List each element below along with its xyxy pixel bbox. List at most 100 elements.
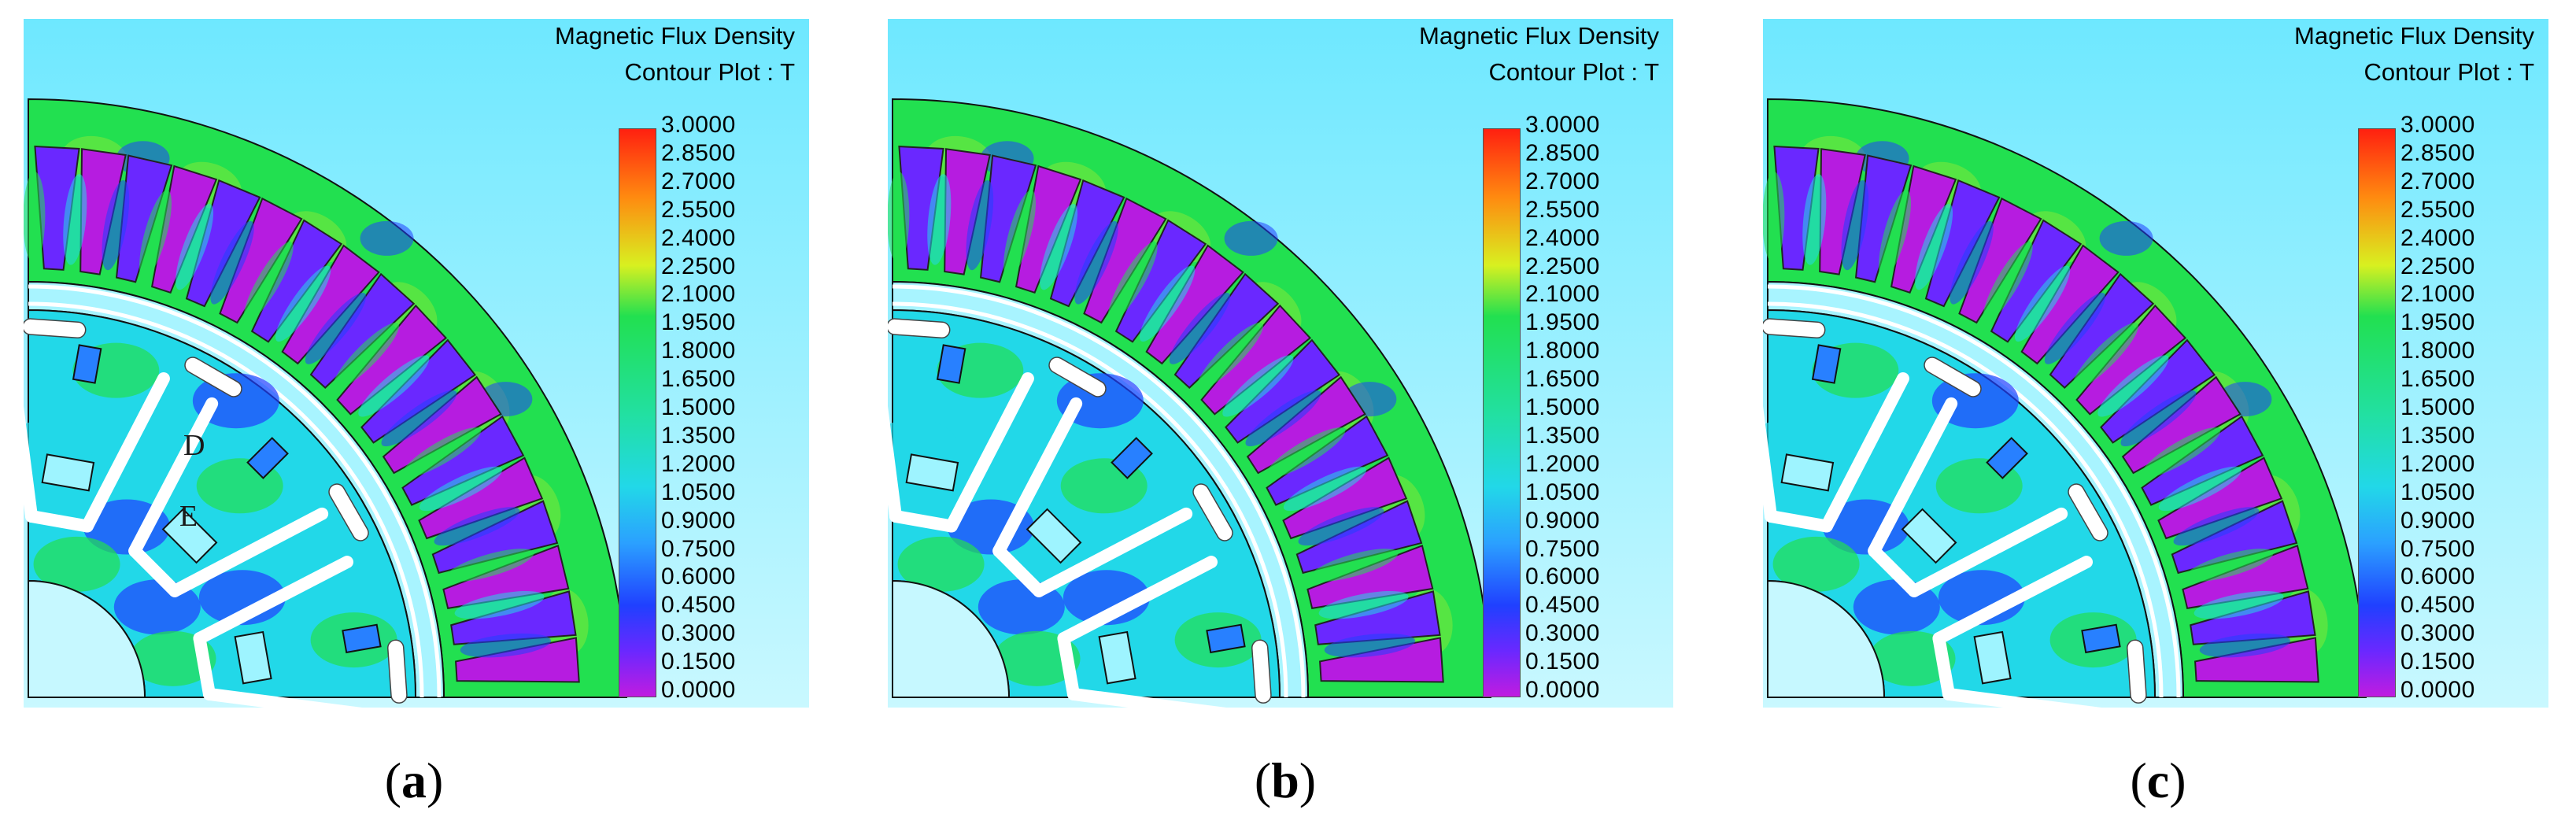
axis-edge — [14, 19, 24, 708]
sleeve-arc — [892, 284, 1306, 698]
stator-tooth — [1222, 355, 1294, 417]
flux-barrier — [1033, 507, 1193, 597]
stator-tooth — [358, 355, 430, 417]
colorbar-tick: 1.6500 — [661, 366, 736, 393]
colorbar-tick: 1.0500 — [1525, 479, 1600, 505]
stator-tooth — [460, 633, 552, 658]
yoke-low-spot — [2099, 220, 2153, 256]
colorbar-tick: 0.9000 — [661, 507, 736, 534]
stator-tooth — [381, 390, 457, 447]
stator-tooth — [2072, 322, 2138, 390]
stator-tooth — [2120, 390, 2197, 447]
flux-barrier — [1908, 507, 2068, 597]
colorbar-tick: 1.2000 — [661, 450, 736, 477]
colorbar-tick: 0.4500 — [661, 592, 736, 619]
stator-tooth — [1298, 507, 1384, 546]
colorbar-tick: 1.5000 — [661, 394, 736, 420]
flux-barrier — [80, 371, 170, 533]
sleeve-arc — [1767, 301, 2164, 698]
flux-barrier — [1942, 687, 2102, 708]
flux-barrier — [1924, 357, 1982, 397]
colorbar-tick: 2.7000 — [661, 168, 736, 194]
colorbar-tick: 2.2500 — [661, 253, 736, 279]
magnet — [1986, 437, 2028, 479]
caption-c-letter: c — [2146, 752, 2170, 808]
flux-barrier — [193, 556, 354, 645]
axis-edge — [878, 19, 888, 708]
colorbar-tick: 1.3500 — [2400, 422, 2475, 449]
colorbar-tick: 2.5500 — [661, 196, 736, 223]
stator-tooth — [1245, 390, 1321, 447]
magnet — [1098, 630, 1136, 685]
stator-tooth — [63, 174, 87, 265]
colorbar — [1483, 128, 1521, 697]
shaft-bore — [28, 579, 146, 698]
colorbar-tick: 1.8000 — [661, 338, 736, 364]
stator-tooth — [1197, 322, 1263, 390]
stator-tooth — [1169, 292, 1231, 364]
flux-barrier — [944, 371, 1034, 533]
stator-tooth — [2097, 355, 2169, 417]
caption-b: (b) — [1254, 752, 1317, 808]
magnet — [1901, 508, 1957, 564]
stator-tooth — [1950, 220, 1994, 305]
stator-tooth — [419, 466, 502, 512]
magnet — [41, 453, 95, 492]
colorbar — [2358, 128, 2396, 697]
colorbar-tick: 0.6000 — [661, 564, 736, 590]
flux-barrier — [2068, 483, 2108, 541]
colorbar-tick: 1.5000 — [1525, 394, 1600, 420]
flux-barrier — [889, 510, 958, 533]
sleeve-arc — [28, 301, 424, 698]
magnet — [72, 344, 102, 384]
colorbar-tick: 0.9000 — [2400, 507, 2475, 534]
stator-tooth — [2044, 292, 2106, 364]
stator-tooth — [454, 590, 545, 619]
colorbar-tick: 2.1000 — [1525, 281, 1600, 308]
colorbar-tick: 2.2500 — [1525, 253, 1600, 279]
sleeve-arc — [892, 301, 1288, 698]
colorbar-tick: 0.1500 — [661, 649, 736, 675]
colorbar-tick: 2.1000 — [2400, 281, 2475, 308]
colorbar-tick: 2.8500 — [1525, 139, 1600, 166]
stator-tooth — [1841, 180, 1869, 271]
flux-barrier — [193, 632, 216, 700]
stator-tooth — [927, 174, 952, 265]
stator-tooth — [1074, 220, 1118, 305]
flux-barrier — [1868, 397, 1958, 557]
colorbar-tick: 1.9500 — [1525, 309, 1600, 336]
colorbar-tick: 1.2000 — [1525, 450, 1600, 477]
magnet — [936, 344, 966, 384]
stator-slot — [1319, 637, 1444, 683]
magnet — [246, 437, 289, 479]
colorbar-tick: 0.3000 — [2400, 620, 2475, 647]
yoke-low-spot — [1224, 220, 1278, 256]
colorbar-tick: 0.0000 — [2400, 677, 2475, 703]
flux-barrier — [992, 544, 1046, 597]
colorbar-tick: 2.4000 — [1525, 224, 1600, 251]
magnet — [1811, 344, 1842, 384]
colorbar-tick: 0.7500 — [2400, 535, 2475, 562]
stator-tooth — [1915, 204, 1953, 290]
stator-tooth — [2158, 466, 2242, 512]
magnet — [1026, 508, 1082, 564]
stator-tooth — [176, 204, 214, 290]
stator-tooth — [2173, 507, 2260, 546]
flux-barrier — [1932, 556, 2094, 645]
magnet — [1973, 630, 2012, 685]
sleeve-arc — [28, 284, 442, 698]
stator-tooth — [2199, 633, 2291, 658]
caption-c: (c) — [2130, 752, 2186, 808]
colorbar-tick: 1.3500 — [1525, 422, 1600, 449]
colorbar-tick: 1.2000 — [2400, 450, 2475, 477]
plot-subtitle: Contour Plot : T — [624, 58, 795, 86]
stator-tooth — [1283, 466, 1366, 512]
magnet — [161, 508, 218, 564]
flux-barrier — [2127, 639, 2147, 704]
rotor-flux-patch — [33, 536, 120, 592]
flux-barrier — [1066, 687, 1227, 708]
